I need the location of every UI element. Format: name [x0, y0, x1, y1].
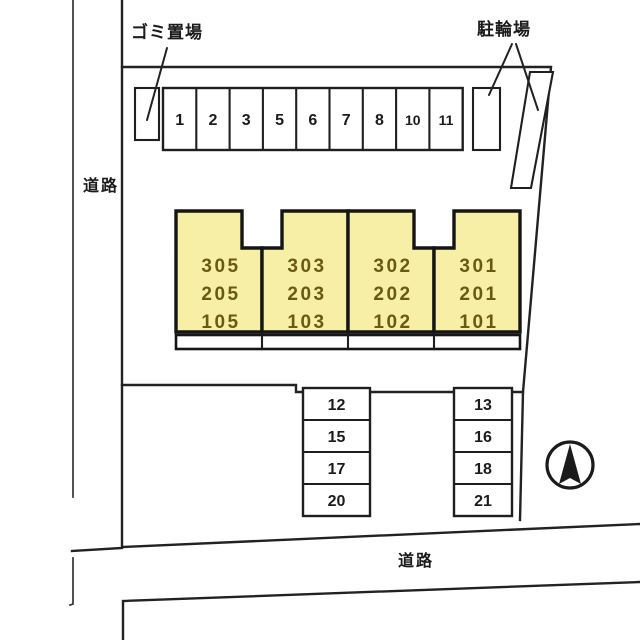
gomi-label: ゴミ置場 [131, 22, 203, 43]
parking-stall-1[interactable]: 1 [175, 112, 184, 129]
parking-stall-12[interactable]: 12 [328, 397, 346, 414]
bike-parking-upright[interactable] [471, 86, 502, 152]
road-left-label: 道路 [83, 176, 119, 195]
road-bottom-far-edge [121, 580, 640, 640]
road-network [68, 0, 640, 640]
parking-stall-2[interactable]: 2 [208, 112, 217, 129]
unit-301[interactable] [432, 209, 522, 334]
parking-stall-18[interactable]: 18 [474, 461, 492, 478]
road-left-near-edge [70, 0, 124, 553]
room-number-302[interactable]: 302 [373, 256, 412, 277]
road-bottom-near-edge [121, 522, 640, 549]
parking-stall-11[interactable]: 11 [439, 112, 454, 128]
parking-stall-15[interactable]: 15 [328, 429, 346, 446]
parking-stall-17[interactable]: 17 [328, 461, 346, 478]
site-boundary-right-lower [518, 390, 525, 522]
room-number-202[interactable]: 202 [373, 284, 412, 305]
parking-stall-3[interactable]: 3 [242, 112, 251, 129]
chuurinjou-label: 駐輪場 [477, 19, 531, 40]
room-number-201[interactable]: 201 [459, 284, 498, 305]
bike-parking-slanted-shape[interactable] [509, 70, 555, 190]
garbage-collection-box[interactable] [133, 86, 161, 142]
road-left-far-kerb-return [68, 557, 74, 607]
room-number-105[interactable]: 105 [201, 312, 240, 333]
bike-parking-upright-rect[interactable] [471, 86, 502, 152]
north-arrow-icon [545, 440, 595, 490]
room-number-305[interactable]: 305 [201, 256, 240, 277]
gomi-leader-line [146, 47, 168, 121]
north-arrow-needle [559, 444, 581, 484]
bike-parking-slanted[interactable] [509, 70, 555, 190]
chuurinjou-leader-left [488, 43, 513, 96]
room-number-203[interactable]: 203 [287, 284, 326, 305]
site-boundary-outline [120, 65, 553, 394]
road-bottom-label: 道路 [398, 551, 434, 570]
room-number-101[interactable]: 101 [459, 312, 498, 333]
lower-left-parking-column[interactable]: 12 15 17 20 [301, 386, 372, 518]
parking-stall-20[interactable]: 20 [328, 493, 346, 510]
lower-right-parking-column[interactable]: 13 16 18 21 [452, 386, 514, 518]
top-parking-row[interactable]: 1 2 3 5 6 7 8 10 11 [161, 86, 464, 152]
room-number-103[interactable]: 103 [287, 312, 326, 333]
apartment-building[interactable]: 305 205 105 303 203 103 302 202 102 301 201 101 [174, 209, 522, 351]
parking-stall-21[interactable]: 21 [474, 493, 492, 510]
room-number-205[interactable]: 205 [201, 284, 240, 305]
parking-stall-5[interactable]: 5 [275, 112, 284, 129]
chuurinjou-leader-right [515, 43, 539, 111]
parking-stall-8[interactable]: 8 [375, 112, 384, 129]
top-parking-row-outline [161, 86, 464, 152]
room-number-301[interactable]: 301 [459, 256, 498, 277]
parking-stall-10[interactable]: 10 [405, 112, 421, 128]
parking-stall-16[interactable]: 16 [474, 429, 492, 446]
site-boundary [120, 65, 553, 522]
room-number-303[interactable]: 303 [287, 256, 326, 277]
parking-stall-7[interactable]: 7 [342, 112, 351, 129]
north-arrow-ring [545, 440, 595, 490]
garbage-box-rect[interactable] [133, 86, 161, 142]
parking-stall-13[interactable]: 13 [474, 397, 492, 414]
parking-stall-6[interactable]: 6 [308, 112, 317, 129]
room-number-102[interactable]: 102 [373, 312, 412, 333]
